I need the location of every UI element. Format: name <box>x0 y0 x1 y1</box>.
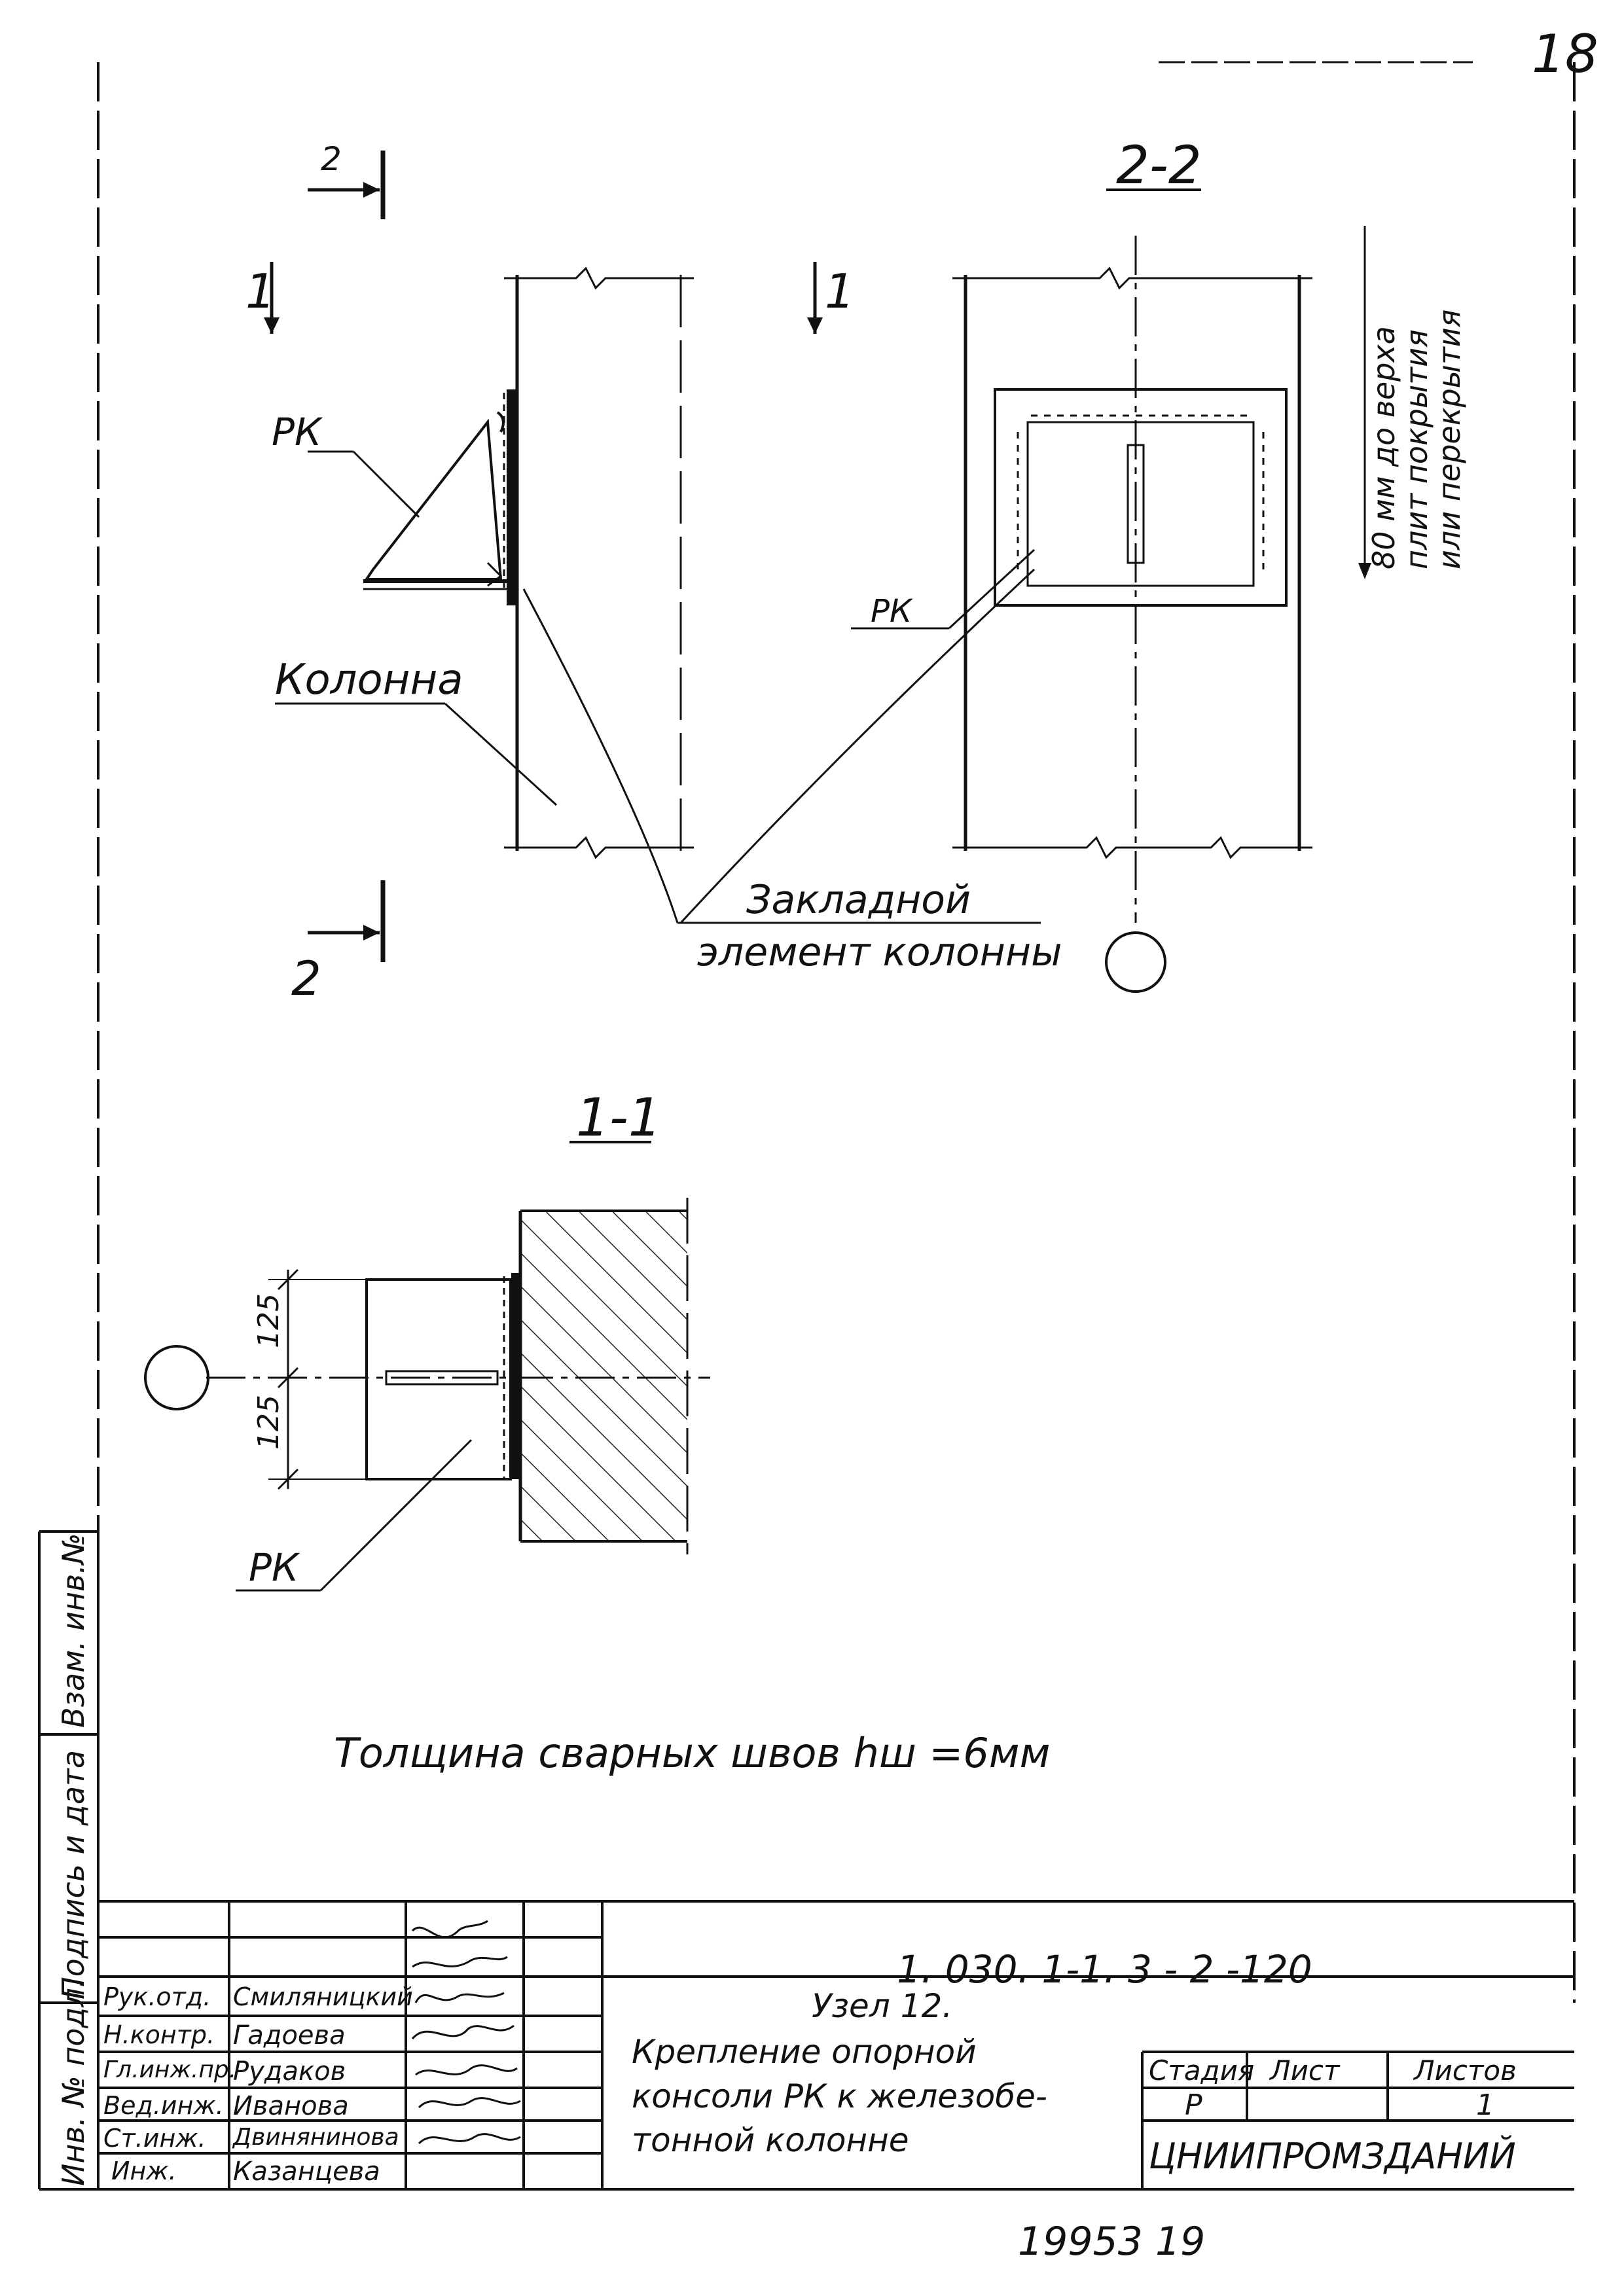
role-4: Вед.инж. <box>103 2091 224 2120</box>
organization: ЦНИИПРОМЗДАНИЙ <box>1149 2136 1516 2177</box>
role-3: Гл.инж.пр. <box>103 2056 237 2083</box>
weld-note: Толщина сварных швов hш =6мм <box>334 1729 1050 1777</box>
section-2-2-title: 2-2 <box>1116 135 1202 196</box>
dimension-upper: 125 <box>252 1293 285 1348</box>
bottom-number: 19953 19 <box>1018 2219 1205 2265</box>
section-1-1-view <box>144 1198 710 1592</box>
rk-label-1-1: РК <box>249 1545 300 1590</box>
rk-label-2-2: РК <box>871 593 913 630</box>
strip-replace-inv: Взам. инв.№ <box>56 1533 91 1728</box>
drawing-title-2: Крепление опорной <box>632 2033 977 2071</box>
vertical-note-line-3: или перекрытия <box>1432 310 1467 569</box>
role-5: Ст.инж. <box>103 2124 206 2153</box>
name-1: Смиляницкий <box>233 1982 413 2011</box>
stage-header: Стадия <box>1149 2054 1255 2087</box>
role-2: Н.контр. <box>103 2020 215 2049</box>
rk-label-elevation: РК <box>272 410 323 454</box>
strip-sign-date: Подпись и дата <box>56 1750 91 1999</box>
column-label: Колонна <box>275 656 463 704</box>
drawing-title-1: Узел 12. <box>812 1987 953 2025</box>
stage-value: Р <box>1185 2088 1202 2122</box>
section-1-1-title: 1-1 <box>576 1087 662 1148</box>
role-1: Рук.отд. <box>103 1982 211 2011</box>
drawing-title-3: консоли РК к железобе- <box>632 2077 1047 2115</box>
vertical-note-line-1: 80 мм до верха <box>1366 326 1401 569</box>
name-4: Иванова <box>233 2091 349 2121</box>
name-3: Рудаков <box>233 2056 346 2087</box>
signatures <box>411 1920 521 2145</box>
elevation-view <box>264 151 823 962</box>
sheet-header: Лист <box>1270 2054 1340 2087</box>
sheets-value: 1 <box>1476 2088 1494 2122</box>
cut-label-1-mid: 1 <box>825 264 855 319</box>
name-2: Гадоева <box>233 2020 346 2051</box>
designation: 1. 030. 1-1. 3 - 2 -120 <box>897 1947 1312 1992</box>
drawing-frame <box>97 61 1576 2003</box>
name-5: Двинянинова <box>233 2124 399 2151</box>
section-2-2-view <box>679 236 1312 993</box>
strip-inv-no: Инв. № подл. <box>56 1979 91 2186</box>
sheet-number: 18 <box>1532 24 1598 84</box>
sheets-header: Листов <box>1414 2054 1517 2087</box>
embedded-element-label-1: Закладной <box>746 877 971 923</box>
vertical-note-line-2: плит покрытия <box>1399 329 1434 569</box>
name-6: Казанцева <box>233 2157 380 2187</box>
cut-label-1-left: 1 <box>245 264 276 319</box>
cut-label-2-bottom: 2 <box>291 951 321 1006</box>
embedded-element-label-2: элемент колонны <box>697 929 1062 975</box>
binding-strip <box>38 1530 99 2191</box>
dimension-lower: 125 <box>252 1395 285 1450</box>
cut-label-2-top: 2 <box>321 140 342 178</box>
vertical-note: 80 мм до верха плит покрытия или перекры… <box>1358 226 1467 579</box>
title-block-grid <box>98 1901 1574 2191</box>
drawing-title-4: тонной колонне <box>632 2121 909 2159</box>
role-6: Инж. <box>111 2157 177 2185</box>
